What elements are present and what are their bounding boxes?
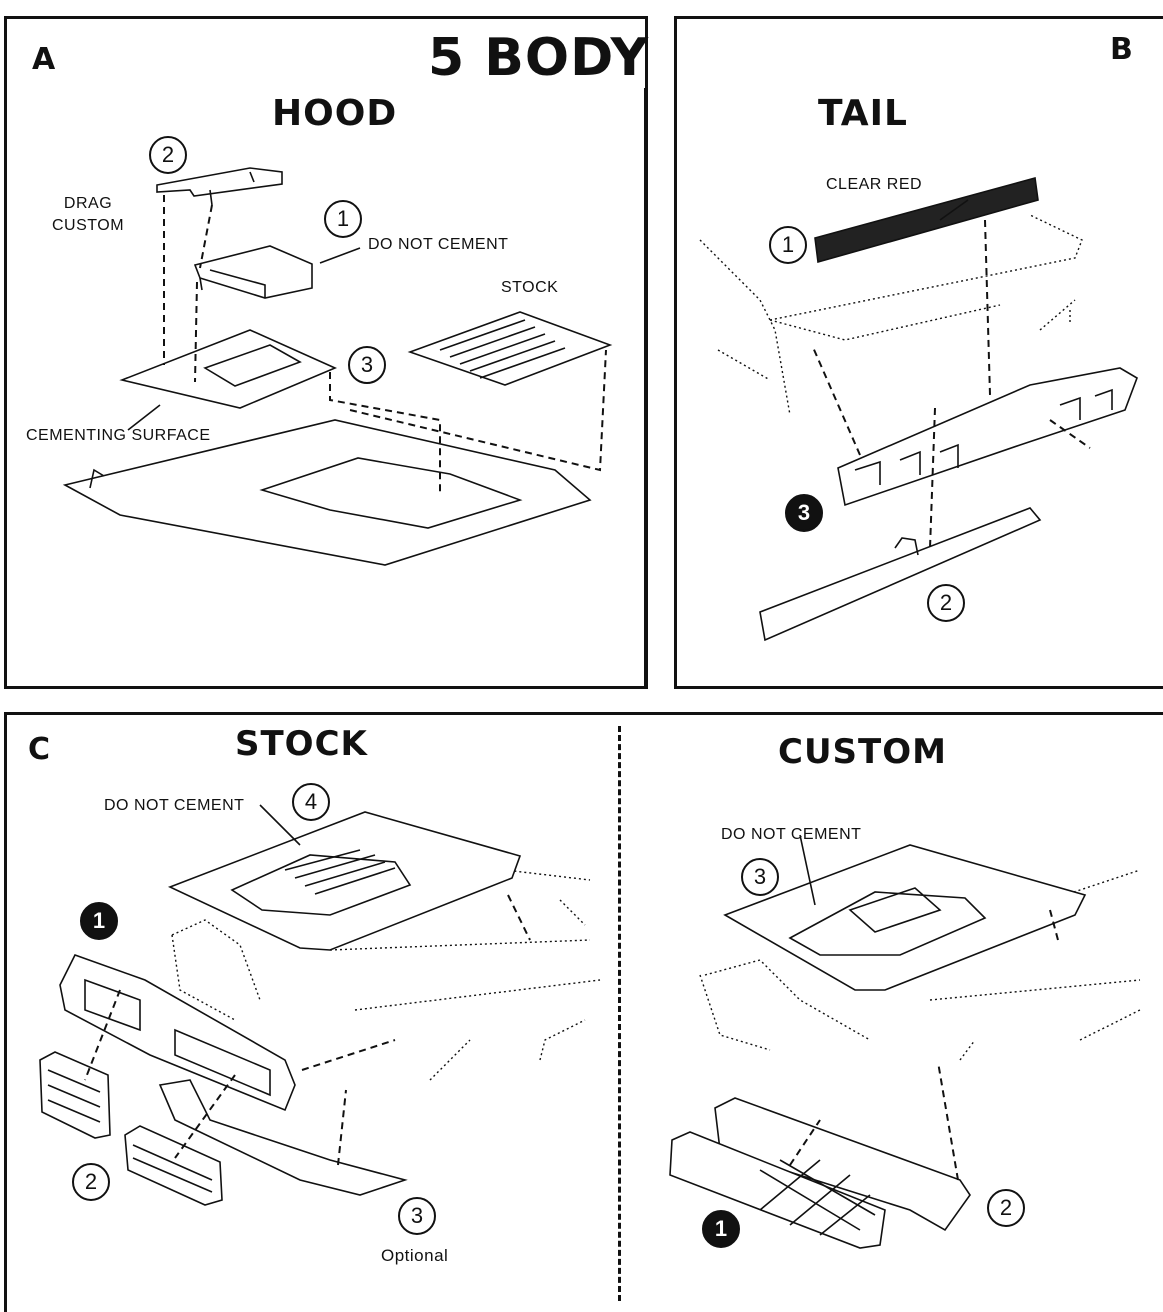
- do-not-cement-label-stock: DO NOT CEMENT: [104, 797, 245, 814]
- stock-heading: STOCK: [235, 724, 368, 764]
- custom-callout-2: 2: [987, 1189, 1025, 1227]
- cementing-surface-label: CEMENTING SURFACE: [26, 427, 211, 444]
- tail-heading: TAIL: [818, 93, 908, 134]
- stock-callout-1: 1: [80, 902, 118, 940]
- custom-callout-1: 1: [702, 1210, 740, 1248]
- hood-callout-3: 3: [348, 346, 386, 384]
- tail-lens-clear-red: [814, 176, 1039, 264]
- page-title: 5 BODY: [428, 28, 650, 88]
- tail-callout-1: 1: [769, 226, 807, 264]
- stock-label-a: STOCK: [501, 279, 559, 296]
- stock-grille-insert-left: [39, 1051, 111, 1139]
- panel-c-frame: [4, 712, 1163, 1312]
- optional-label: Optional: [381, 1246, 449, 1265]
- stock-callout-2: 2: [72, 1163, 110, 1201]
- tail-bumper-2: [759, 507, 1042, 642]
- tail-panel-3: [837, 367, 1138, 507]
- panel-a-inner-rule: [644, 88, 647, 688]
- tail-callout-2: 2: [927, 584, 965, 622]
- stock-grille-insert-right: [124, 1125, 223, 1206]
- panel-c-letter: C: [28, 732, 52, 767]
- do-not-cement-label-a: DO NOT CEMENT: [368, 236, 509, 253]
- panel-b-inner-rule: [674, 88, 677, 688]
- custom-hood: [723, 844, 1087, 991]
- hood-heading: HOOD: [272, 93, 398, 134]
- hood-part-1: [193, 245, 313, 299]
- stock-hood: [167, 811, 522, 951]
- stock-valance-3: [158, 1079, 408, 1196]
- panel-b-letter: B: [1110, 32, 1134, 67]
- hood-part-3: [119, 329, 338, 409]
- do-not-cement-label-custom: DO NOT CEMENT: [721, 826, 862, 843]
- stock-callout-4: 4: [292, 783, 330, 821]
- panel-c-divider: [618, 726, 621, 1301]
- clear-red-label: CLEAR RED: [826, 176, 923, 193]
- custom-heading: CUSTOM: [778, 732, 947, 772]
- panel-a-letter: A: [32, 42, 57, 77]
- hood-stock-insert: [407, 311, 613, 386]
- drag-custom-label: DRAG CUSTOM: [52, 195, 125, 234]
- hood-callout-2: 2: [149, 136, 187, 174]
- custom-callout-3: 3: [741, 858, 779, 896]
- hood-body: [62, 419, 592, 566]
- tail-callout-3: 3: [785, 494, 823, 532]
- hood-callout-1: 1: [324, 200, 362, 238]
- stock-callout-3: 3: [398, 1197, 436, 1235]
- custom-grille-1: [669, 1131, 886, 1249]
